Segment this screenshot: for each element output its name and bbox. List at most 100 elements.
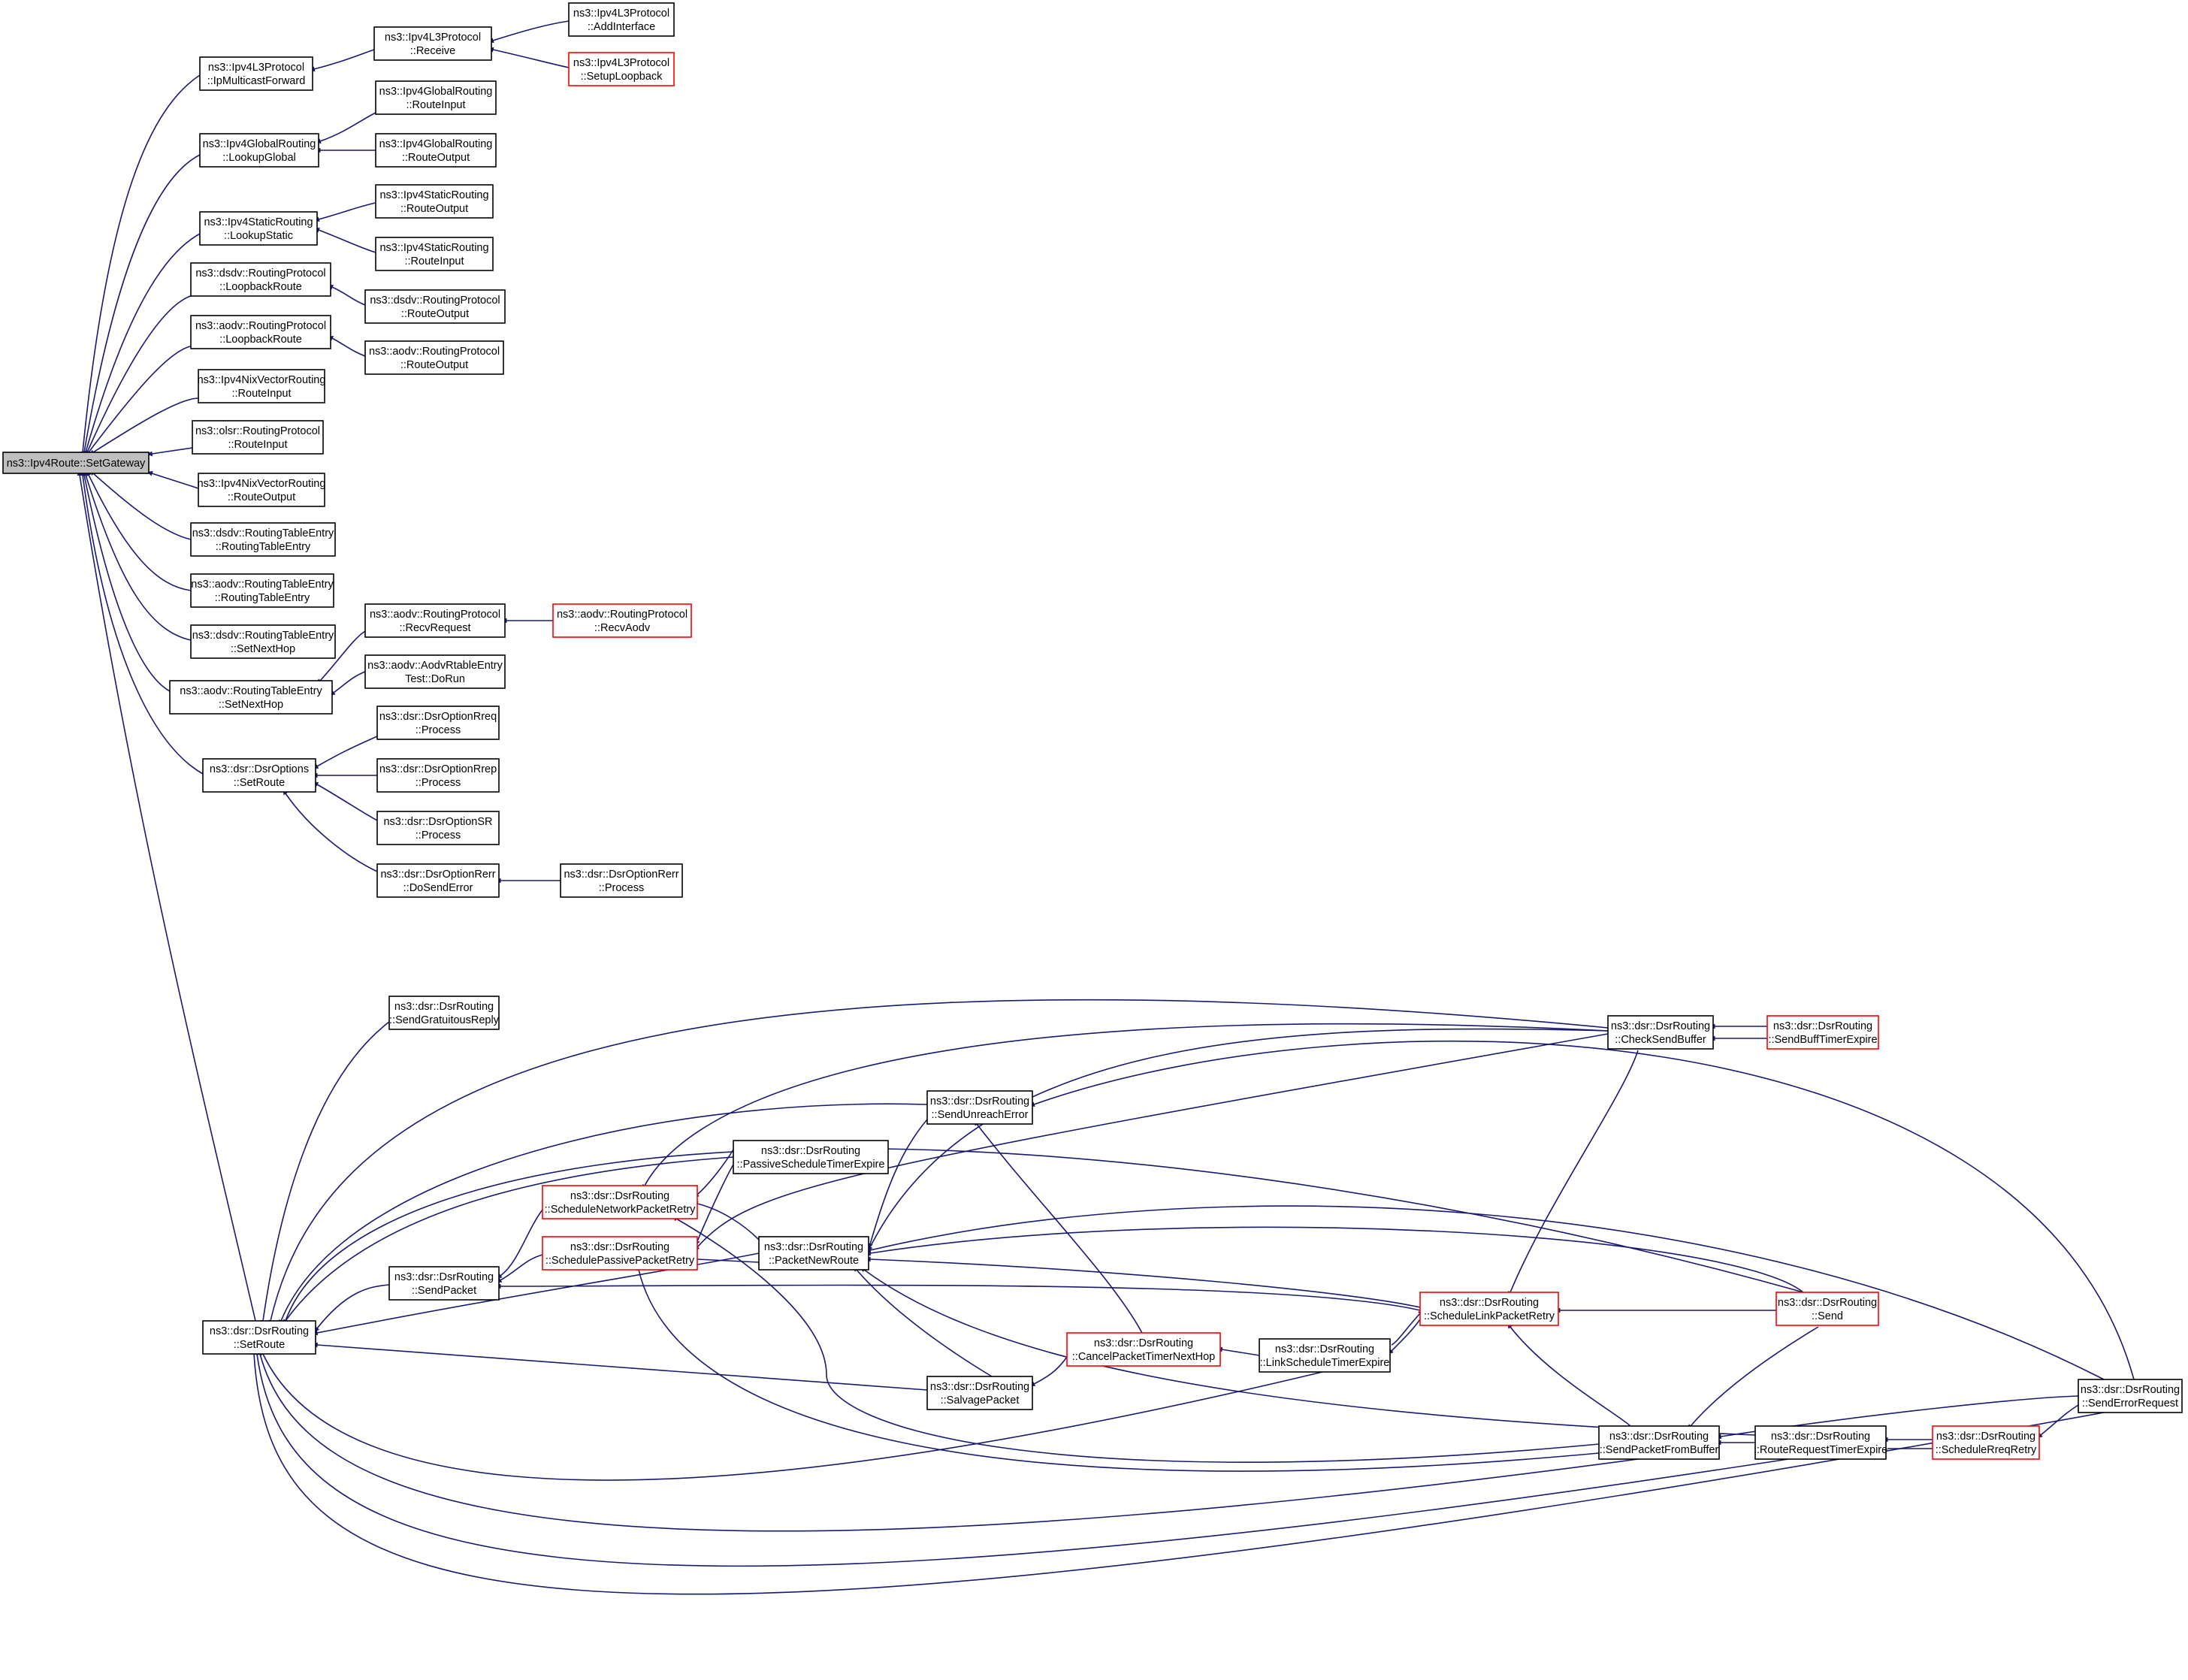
node-dsroptions-setroute[interactable]: ns3::dsr::DsrOptions::SetRoute xyxy=(202,758,316,793)
node-label: ns3::aodv::RoutingTableEntry xyxy=(191,579,334,591)
edge-sendunreach-canceltimer xyxy=(974,1120,1143,1334)
node-label: ::CancelPacketTimerNextHop xyxy=(1072,1351,1215,1363)
node-dsdv-setnexthop[interactable]: ns3::dsdv::RoutingTableEntry::SetNextHop xyxy=(190,624,336,659)
node-box xyxy=(1766,1015,1879,1050)
node-sendunreach[interactable]: ns3::dsr::DsrRouting::SendUnreachError xyxy=(926,1090,1033,1125)
node-label: ::RecvAodv xyxy=(594,622,651,634)
node-dsrrouting-setroute[interactable]: ns3::dsr::DsrRouting::SetRoute xyxy=(202,1320,316,1355)
node-aodv-rte[interactable]: ns3::aodv::RoutingTableEntry::RoutingTab… xyxy=(190,573,334,608)
node-lookupstatic[interactable]: ns3::Ipv4StaticRouting::LookupStatic xyxy=(199,211,318,246)
edge-aodv-rte xyxy=(86,470,192,591)
node-label: ::PassiveScheduleTimerExpire xyxy=(737,1159,885,1171)
node-box xyxy=(376,758,500,793)
node-label: ns3::dsdv::RoutingTableEntry xyxy=(192,527,334,539)
node-checksend[interactable]: ns3::dsr::DsrRouting::CheckSendBuffer xyxy=(1607,1015,1714,1050)
node-dsdv-routeoutput[interactable]: ns3::dsdv::RoutingProtocol::RouteOutput xyxy=(364,289,506,324)
node-sr-process[interactable]: ns3::dsr::DsrOptionSR::Process xyxy=(376,811,500,845)
edge-nix-routeoutput xyxy=(147,470,199,489)
node-aodv-routeoutput[interactable]: ns3::aodv::RoutingProtocol::RouteOutput xyxy=(364,340,504,375)
node-label: ns3::dsr::DsrRouting xyxy=(1094,1337,1193,1349)
node-label: ns3::dsr::DsrRouting xyxy=(1611,1020,1710,1032)
node-rrep-process[interactable]: ns3::dsr::DsrOptionRrep::Process xyxy=(376,758,500,793)
edge-aodv-setnexthop-recvrequest xyxy=(316,630,366,684)
edge-setroute-sendpacket xyxy=(314,1284,390,1332)
node-label: ::Receive xyxy=(410,45,455,57)
node-static-routeinput[interactable]: ns3::Ipv4StaticRouting::RouteInput xyxy=(375,237,494,271)
edge-packetnewroute-rreqtimer xyxy=(860,1267,1756,1436)
node-label: ::SetRoute xyxy=(234,777,286,789)
node-receive[interactable]: ns3::Ipv4L3Protocol::Receive xyxy=(373,26,492,61)
edge-lookupstatic xyxy=(83,232,202,458)
node-label: ::RouteInput xyxy=(406,99,466,111)
node-aodv-recvrequest[interactable]: ns3::aodv::RoutingProtocol::RecvRequest xyxy=(364,603,506,638)
node-canceltimer[interactable]: ns3::dsr::DsrRouting::CancelPacketTimerN… xyxy=(1066,1332,1221,1367)
node-rreqtimer[interactable]: ns3::dsr::DsrRouting::RouteRequestTimerE… xyxy=(1754,1425,1887,1460)
node-box xyxy=(552,603,692,638)
node-label: ns3::Ipv4StaticRouting xyxy=(379,189,488,201)
node-label: ns3::dsr::DsrOptionRerr xyxy=(564,869,678,881)
edge-dsdv-routeoutput xyxy=(328,285,366,306)
node-addinterface[interactable]: ns3::Ipv4L3Protocol::AddInterface xyxy=(568,2,675,37)
node-sendbufftimer[interactable]: ns3::dsr::DsrRouting::SendBuffTimerExpir… xyxy=(1766,1015,1879,1050)
node-label: ns3::dsr::DsrRouting xyxy=(930,1095,1029,1107)
node-label: ::SetNextHop xyxy=(231,643,295,655)
edge-schednetwork-sendfrombuffer xyxy=(672,1216,1600,1463)
node-label: ns3::aodv::RoutingProtocol xyxy=(370,609,500,621)
node-setuploopback[interactable]: ns3::Ipv4L3Protocol::SetupLoopback xyxy=(568,52,675,86)
node-box xyxy=(199,133,319,168)
node-box xyxy=(202,1320,316,1355)
node-aodv-loopback[interactable]: ns3::aodv::RoutingProtocol::LoopbackRout… xyxy=(190,315,331,349)
node-label: ns3::Ipv4L3Protocol xyxy=(208,62,304,74)
node-schedpassive[interactable]: ns3::dsr::DsrRouting::SchedulePassivePac… xyxy=(542,1236,698,1271)
node-nix-routeinput[interactable]: ns3::Ipv4NixVectorRouting::RouteInput xyxy=(198,369,326,403)
node-global-routeinput[interactable]: ns3::Ipv4GlobalRouting::RouteInput xyxy=(375,80,497,115)
node-aodv-recvaodv[interactable]: ns3::aodv::RoutingProtocol::RecvAodv xyxy=(552,603,692,638)
node-box xyxy=(1754,1425,1887,1460)
node-rerr-process[interactable]: ns3::dsr::DsrOptionRerr::Process xyxy=(560,863,683,898)
node-label: ::SetupLoopback xyxy=(581,71,663,83)
node-rreq-process[interactable]: ns3::dsr::DsrOptionRreq::Process xyxy=(376,706,500,740)
node-sendpacket[interactable]: ns3::dsr::DsrRouting::SendPacket xyxy=(388,1266,500,1301)
node-linksched[interactable]: ns3::dsr::DsrRouting::LinkScheduleTimerE… xyxy=(1259,1338,1391,1373)
node-label: ::RouteOutput xyxy=(228,491,295,503)
edge-lookupstatic-routeoutput xyxy=(313,202,376,222)
node-send[interactable]: ns3::dsr::DsrRouting::Send xyxy=(1775,1292,1879,1326)
node-olsr-routeinput[interactable]: ns3::olsr::RoutingProtocol::RouteInput xyxy=(192,420,324,455)
node-label: ::LoopbackRoute xyxy=(219,334,302,346)
node-label: ::LoopbackRoute xyxy=(219,281,302,293)
edge-schednetwork-passivetimer xyxy=(694,1149,734,1198)
node-label: ::ScheduleRreqRetry xyxy=(1936,1444,2037,1456)
node-box xyxy=(373,26,492,61)
node-static-routeoutput[interactable]: ns3::Ipv4StaticRouting::RouteOutput xyxy=(375,184,494,219)
node-aodv-setnexthop[interactable]: ns3::aodv::RoutingTableEntry::SetNextHop xyxy=(169,680,333,715)
node-schedrreq[interactable]: ns3::dsr::DsrRouting::ScheduleRreqRetry xyxy=(1932,1425,2040,1460)
node-box xyxy=(1259,1338,1391,1373)
node-nix-routeoutput[interactable]: ns3::Ipv4NixVectorRouting::RouteOutput xyxy=(198,473,326,507)
node-global-routeoutput[interactable]: ns3::Ipv4GlobalRouting::RouteOutput xyxy=(375,133,497,168)
node-setgateway[interactable]: ns3::Ipv4Route::SetGateway xyxy=(2,452,150,474)
node-senderrreq[interactable]: ns3::dsr::DsrRouting::SendErrorRequest xyxy=(2078,1379,2183,1413)
node-label: ns3::dsr::DsrOptionRrep xyxy=(379,763,497,775)
node-ipmulticastforward[interactable]: ns3::Ipv4L3Protocol::IpMulticastForward xyxy=(199,56,313,91)
node-sendgratuitous[interactable]: ns3::dsr::DsrRouting::SendGratuitousRepl… xyxy=(388,996,500,1030)
edge-lookupglobal xyxy=(81,154,201,458)
node-label: ns3::dsr::DsrRouting xyxy=(570,1241,669,1253)
edge-schedlink-checksend xyxy=(1508,1050,1639,1297)
node-sendfrombuffer[interactable]: ns3::dsr::DsrRouting::SendPacketFromBuff… xyxy=(1598,1425,1720,1460)
node-lookupglobal[interactable]: ns3::Ipv4GlobalRouting::LookupGlobal xyxy=(199,133,319,168)
node-packetnewroute[interactable]: ns3::dsr::DsrRouting::PacketNewRoute xyxy=(758,1236,869,1271)
node-schedlink[interactable]: ns3::dsr::DsrRouting::ScheduleLinkPacket… xyxy=(1419,1292,1559,1326)
node-salvage[interactable]: ns3::dsr::DsrRouting::SalvagePacket xyxy=(926,1376,1033,1410)
edge-aodv-routeoutput xyxy=(328,335,366,357)
node-box xyxy=(568,2,675,37)
node-rerr-dosenderror[interactable]: ns3::dsr::DsrOptionRerr::DoSendError xyxy=(376,863,500,898)
node-passivetimer[interactable]: ns3::dsr::DsrRouting::PassiveScheduleTim… xyxy=(733,1140,889,1174)
node-dsdv-rte[interactable]: ns3::dsdv::RoutingTableEntry::RoutingTab… xyxy=(190,522,336,557)
node-label: ::SetRoute xyxy=(234,1339,286,1351)
node-schednetwork[interactable]: ns3::dsr::DsrRouting::ScheduleNetworkPac… xyxy=(542,1185,698,1219)
node-dsdv-loopback[interactable]: ns3::dsdv::RoutingProtocol::LoopbackRout… xyxy=(190,262,331,297)
node-box xyxy=(388,996,500,1030)
node-label: ns3::Ipv4NixVectorRouting xyxy=(198,478,326,490)
